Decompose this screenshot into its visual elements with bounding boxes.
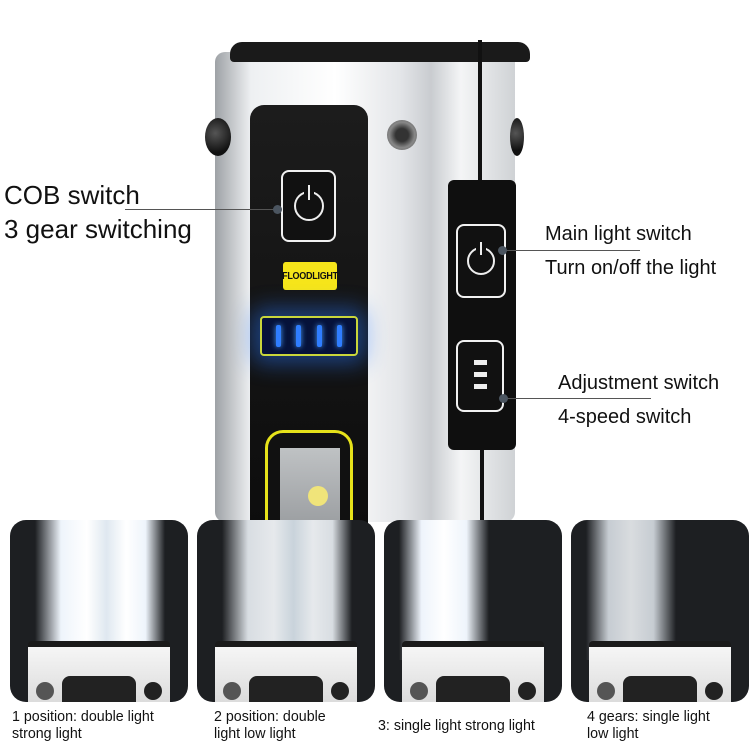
light-beam — [222, 520, 352, 660]
headlamp-base — [589, 641, 731, 702]
levels-icon — [474, 372, 487, 377]
headlamp-base — [28, 641, 170, 702]
cob-callout-line — [125, 209, 277, 210]
light-beam — [586, 520, 676, 660]
right-knob — [510, 118, 524, 156]
main-callout-subtitle: Turn on/off the light — [545, 257, 717, 279]
battery-indicator — [260, 316, 358, 356]
mode-caption-3: 3: single light strong light — [378, 717, 535, 734]
headlamp-top-edge — [230, 42, 530, 62]
main-callout-line — [503, 250, 640, 251]
mode-panel-4 — [571, 520, 749, 702]
mode-panel-2 — [197, 520, 375, 702]
light-beam — [35, 520, 165, 660]
cob-callout-dot — [273, 205, 282, 214]
headlamp-base — [402, 641, 544, 702]
main-callout-title: Main light switch — [545, 223, 692, 245]
adjustment-switch-button[interactable] — [456, 340, 504, 412]
mode-panel-1 — [10, 520, 188, 702]
screw-icon — [387, 120, 417, 150]
mode-caption-4: 4 gears: single light low light — [587, 708, 710, 742]
main-light-switch-button[interactable] — [456, 224, 506, 298]
cable-top — [478, 40, 482, 185]
battery-bar — [275, 325, 281, 347]
power-icon — [293, 191, 324, 221]
light-beam — [399, 520, 489, 660]
mode-panel-3 — [384, 520, 562, 702]
cob-switch-button[interactable] — [281, 170, 336, 242]
main-callout-dot — [498, 246, 507, 255]
cob-callout-title: COB switch — [4, 180, 140, 210]
levels-icon — [474, 360, 487, 365]
battery-bar — [296, 325, 302, 347]
levels-icon — [474, 384, 487, 389]
floodlight-label: FLOODLIGHT — [282, 262, 338, 290]
left-knob — [205, 118, 231, 156]
adjust-callout-title: Adjustment switch — [558, 372, 720, 394]
battery-bar — [316, 325, 322, 347]
cob-led — [308, 486, 328, 506]
battery-bar — [337, 325, 343, 347]
power-icon — [467, 247, 495, 275]
mode-caption-1: 1 position: double light strong light — [12, 708, 154, 742]
cob-callout-subtitle: 3 gear switching — [4, 214, 192, 244]
cable-bottom — [480, 450, 484, 520]
headlamp-base — [215, 641, 357, 702]
adjust-callout-line — [503, 398, 651, 399]
mode-caption-2: 2 position: double light low light — [214, 708, 326, 742]
adjust-callout-dot — [499, 394, 508, 403]
adjust-callout-subtitle: 4-speed switch — [558, 406, 692, 428]
